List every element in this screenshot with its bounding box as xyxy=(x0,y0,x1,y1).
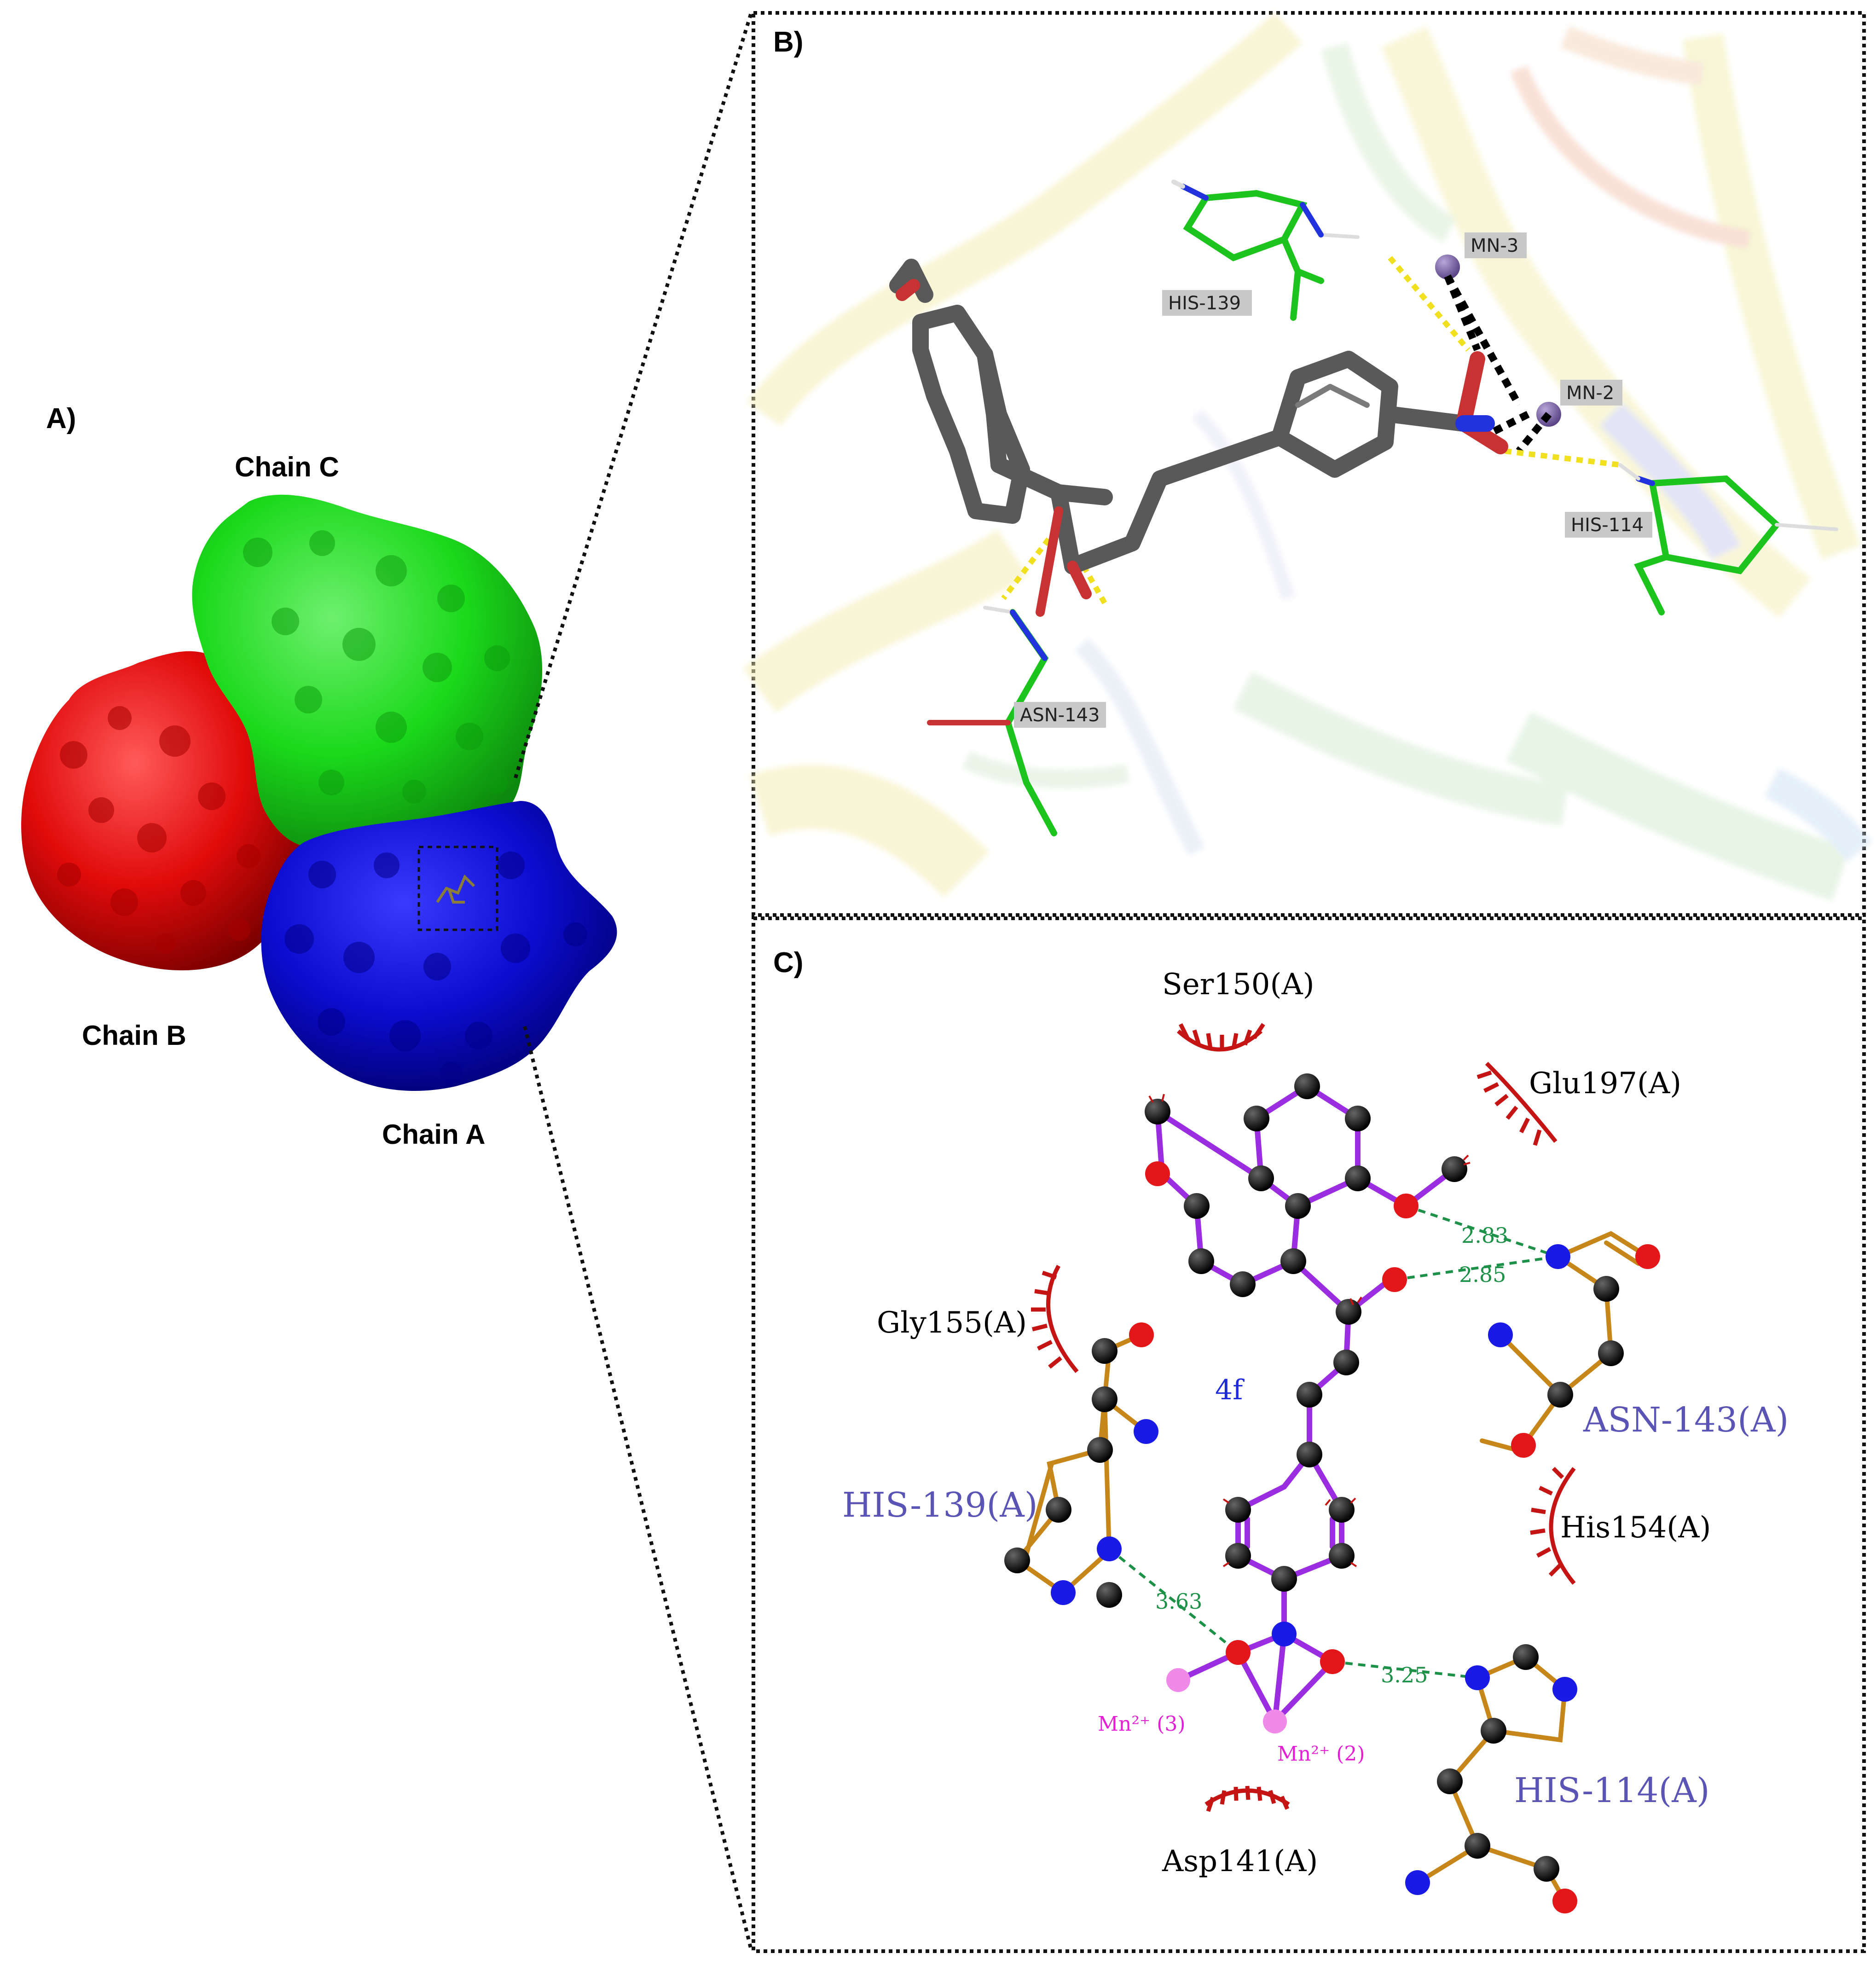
his139-label: HIS-139 xyxy=(1168,293,1241,314)
mn2-label-bg xyxy=(1560,380,1622,406)
asp141-label: Asp141(A) xyxy=(1162,1844,1318,1878)
atoms xyxy=(1004,1073,1660,1913)
his139-label-bg xyxy=(1162,290,1252,316)
panel-b-label: B) xyxy=(773,26,803,58)
metal-contacts xyxy=(1444,274,1552,454)
mn3-label-c: Mn²⁺ (3) xyxy=(1098,1712,1186,1736)
ligand-sticks xyxy=(889,259,1508,617)
mn3-label: MN-3 xyxy=(1471,235,1518,256)
panel-c: C) Ser150(A) Glu197(A) Gly155(A) His154(… xyxy=(752,916,1866,1953)
mn3-atom xyxy=(1435,255,1460,279)
oxygen-atoms xyxy=(1129,1161,1660,1913)
his114-label-c: HIS-114(A) xyxy=(1514,1771,1710,1810)
chain-a-label: Chain A xyxy=(382,1119,485,1150)
chain-a-bumps xyxy=(284,852,587,1084)
distance-2-85: 2.85 xyxy=(1459,1262,1506,1287)
chain-b-label: Chain B xyxy=(82,1020,186,1051)
hbond-lines xyxy=(1108,1205,1558,1679)
cartoon-background xyxy=(743,12,1872,901)
distance-3-63: 3.63 xyxy=(1155,1589,1202,1614)
ser150-label: Ser150(A) xyxy=(1162,968,1314,1002)
mn-atoms xyxy=(1166,1668,1287,1733)
hydrophobic-arcs xyxy=(1031,1023,1576,1812)
chain-b-bumps xyxy=(57,706,261,954)
panel-b: B) HIS-139 MN-3 MN-2 xyxy=(743,11,1872,917)
panel-a: A) Chain C xyxy=(21,11,753,1952)
asn143-label-c: ASN-143(A) xyxy=(1583,1400,1789,1440)
mn2-label-c: Mn²⁺ (2) xyxy=(1277,1742,1365,1766)
mn3-label-bg xyxy=(1465,232,1527,258)
ligand-name-4f: 4f xyxy=(1215,1374,1245,1406)
chain-c-surface xyxy=(192,494,543,848)
nitrogen-atoms xyxy=(1051,1244,1577,1895)
ligand-contact-ticks xyxy=(1148,1094,1471,1567)
chain-c-bumps xyxy=(243,530,510,804)
asn143-label-bg xyxy=(1014,702,1106,728)
chain-c-label: Chain C xyxy=(235,452,339,482)
his114-label-bg xyxy=(1565,512,1652,538)
his154-label: His154(A) xyxy=(1560,1511,1711,1545)
zoom-line-bottom xyxy=(523,1026,753,1952)
glu197-label: Glu197(A) xyxy=(1529,1067,1681,1101)
his139-label-c: HIS-139(A) xyxy=(842,1485,1038,1525)
distance-3-25: 3.25 xyxy=(1381,1663,1428,1687)
his114-stick xyxy=(1618,463,1838,615)
chain-a-surface xyxy=(261,801,617,1091)
chain-b-surface xyxy=(21,651,306,971)
residue-carbons xyxy=(1004,1276,1624,1882)
binding-site-box xyxy=(417,846,498,931)
gly155-label: Gly155(A) xyxy=(877,1306,1027,1340)
panel-c-label: C) xyxy=(773,947,803,979)
asn143-label: ASN-143 xyxy=(1020,705,1100,726)
his139-stick xyxy=(1171,180,1360,321)
panel-a-label: A) xyxy=(46,403,76,435)
distance-2-83: 2.83 xyxy=(1461,1223,1508,1248)
ligand-carbons xyxy=(1145,1073,1467,1592)
asn143-stick xyxy=(927,606,1057,836)
ligand-thumbnail xyxy=(436,874,475,904)
panel-b-frame xyxy=(752,11,1866,917)
mn2-label: MN-2 xyxy=(1566,383,1614,404)
his114-label: HIS-114 xyxy=(1571,515,1644,536)
zoom-line-top xyxy=(514,11,753,779)
